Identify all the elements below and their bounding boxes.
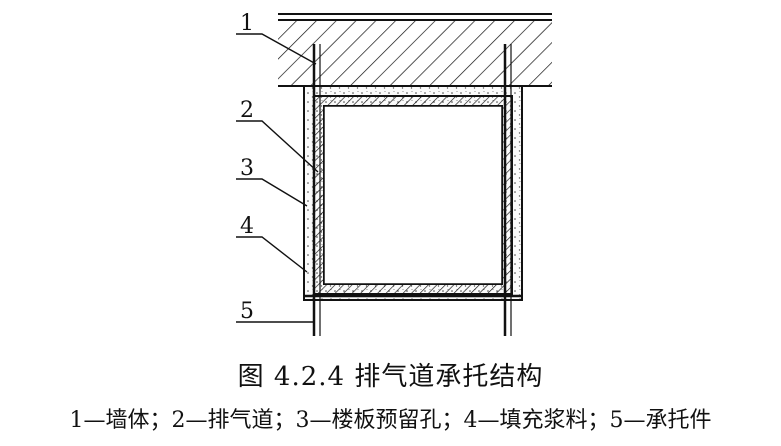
- figure-caption: 图 4.2.4 排气道承托结构: [237, 362, 544, 392]
- callout-5: 5: [240, 299, 254, 324]
- figure-legend: 1—墙体；2—排气道；3—楼板预留孔；4—填充浆料；5—承托件: [69, 408, 712, 433]
- exhaust-duct-support-diagram: 1 2 3 4 5: [236, 11, 552, 336]
- leader-lines: [236, 33, 319, 323]
- callout-4: 4: [240, 214, 254, 239]
- exhaust-duct: [313, 95, 513, 295]
- support-member: [305, 44, 521, 336]
- callout-3: 3: [240, 156, 254, 181]
- callout-2: 2: [240, 98, 254, 123]
- callout-1: 1: [240, 11, 254, 36]
